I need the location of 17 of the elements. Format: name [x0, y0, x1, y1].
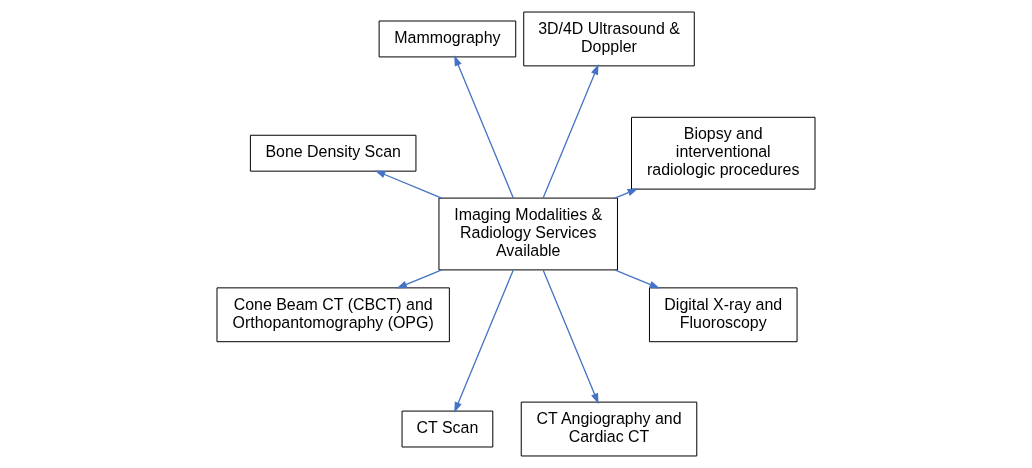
node-box: 3D/4D Ultrasound & Doppler	[523, 11, 695, 67]
arrow	[614, 188, 639, 199]
node-box: CT Angiography and Cardiac CT	[520, 401, 698, 457]
node-box: Imaging Modalities & Radiology Services Available	[438, 197, 618, 271]
node-box: Mammography	[378, 20, 517, 58]
arrow	[374, 170, 443, 199]
node-box: CT Scan	[401, 410, 494, 448]
arrow	[542, 64, 599, 199]
arrow	[614, 269, 661, 289]
arrow	[454, 55, 514, 199]
arrow	[396, 269, 443, 289]
node-box: Bone Density Scan	[249, 134, 417, 172]
node-box: Cone Beam CT (CBCT) and Orthopantomography (OPG)	[216, 287, 450, 343]
arrow	[542, 269, 599, 404]
arrow	[454, 269, 514, 413]
node-box: Digital X-ray and Fluoroscopy	[648, 287, 798, 343]
node-box: Biopsy and interventional radiologic procedures	[631, 116, 816, 190]
